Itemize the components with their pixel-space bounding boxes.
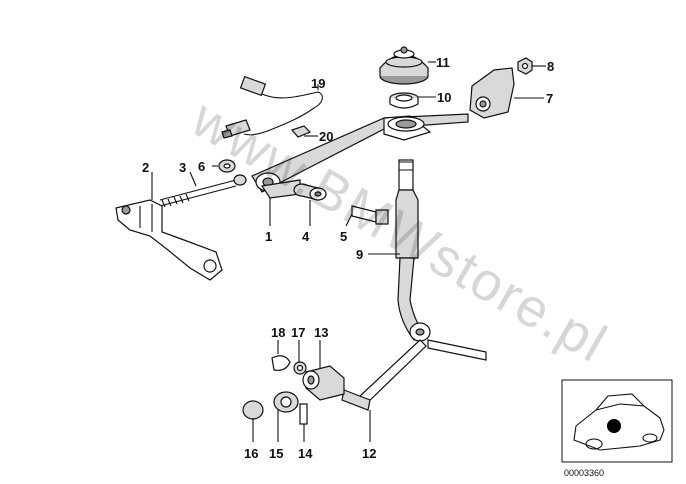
callout-15: 15: [269, 446, 283, 461]
leader-lines: [151, 61, 546, 442]
callout-5: 5: [340, 229, 347, 244]
part-20-clip[interactable]: [290, 125, 312, 138]
callout-17: 17: [291, 325, 305, 340]
callout-20: 20: [319, 129, 333, 144]
callout-1: 1: [265, 229, 272, 244]
part-17-washer[interactable]: [293, 361, 307, 375]
location-marker-icon: [607, 419, 621, 433]
part-4-bushing[interactable]: [293, 183, 327, 201]
callout-3: 3: [179, 160, 186, 175]
callout-labels: 11 10 8 7 19 20 2 3 6 1 4 5 9 18 17 13 1…: [142, 55, 554, 461]
callout-8: 8: [547, 59, 554, 74]
part-12-linkage-rod[interactable]: [341, 322, 487, 411]
callout-18: 18: [271, 325, 285, 340]
callout-11: 11: [436, 55, 450, 70]
part-19-cable[interactable]: [221, 75, 323, 139]
callout-19: 19: [311, 76, 325, 91]
part-6-washer[interactable]: [218, 159, 247, 186]
part-13-coupling[interactable]: [302, 365, 345, 401]
part-1-selector-rod[interactable]: [251, 113, 469, 199]
callout-6: 6: [198, 159, 205, 174]
diagram-number: 00003360: [564, 468, 604, 478]
part-14-pin[interactable]: [299, 403, 308, 425]
callout-10: 10: [437, 90, 451, 105]
part-11-boot[interactable]: [379, 46, 429, 85]
part-5-bolt[interactable]: [351, 205, 389, 225]
part-16-cap[interactable]: [242, 400, 264, 420]
part-2-mount-bracket[interactable]: [115, 199, 223, 281]
part-18-clip[interactable]: [271, 355, 291, 371]
callout-12: 12: [362, 446, 376, 461]
part-3-threaded-rod[interactable]: [159, 179, 237, 208]
part-15-sleeve[interactable]: [273, 391, 299, 413]
callout-2: 2: [142, 160, 149, 175]
part-10-ring[interactable]: [389, 92, 419, 109]
callout-9: 9: [356, 247, 363, 262]
car-outline-icon: [573, 393, 665, 451]
part-8-nut[interactable]: [517, 57, 533, 75]
callout-4: 4: [302, 229, 310, 244]
part-7-bracket[interactable]: [469, 67, 515, 119]
callout-14: 14: [298, 446, 313, 461]
car-locator-inset: 00003360: [561, 379, 673, 478]
callout-16: 16: [244, 446, 258, 461]
callout-7: 7: [546, 91, 553, 106]
callout-13: 13: [314, 325, 328, 340]
part-9-shift-lever[interactable]: [395, 159, 425, 341]
